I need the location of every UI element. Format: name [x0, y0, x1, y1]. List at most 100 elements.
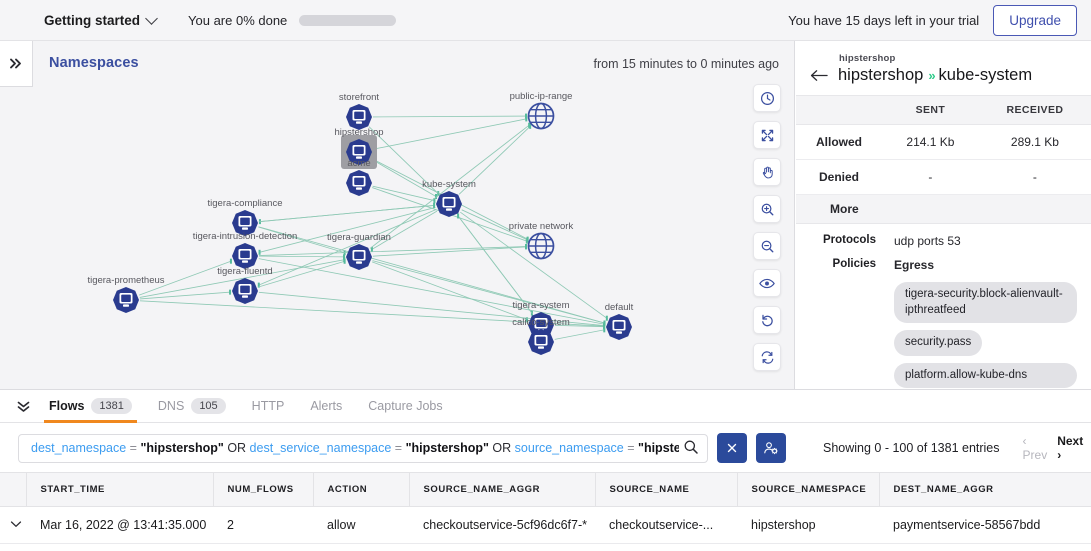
prev-page-button[interactable]: ‹ Prev — [1022, 434, 1048, 462]
policies-row: Policies Egress — [810, 258, 1077, 272]
graph-edge-arrow — [528, 122, 531, 128]
graph-node-tigera-compliance[interactable]: tigera-compliance — [208, 198, 283, 236]
tab-flows[interactable]: Flows 1381 — [36, 390, 145, 423]
eye-icon[interactable] — [753, 269, 781, 297]
col-source-name[interactable]: SOURCE_NAME — [595, 472, 738, 507]
policy-pill[interactable]: security.pass — [894, 330, 983, 356]
cell-source-namespace: hipstershop — [737, 506, 879, 544]
graph-node-tigera-guardian[interactable]: tigera-guardian — [327, 232, 391, 270]
graph-edge — [258, 207, 436, 253]
policies-direction: Egress — [894, 258, 935, 272]
row-label-allowed: Allowed — [796, 124, 882, 160]
more-section-header[interactable]: More — [796, 194, 1091, 224]
namespace-icon — [346, 244, 372, 270]
graph-edge-arrow — [605, 315, 608, 321]
graph-edge-arrow — [343, 257, 346, 263]
query-token-op: = — [391, 441, 403, 455]
search-input[interactable]: dest_namespace = "hipstershop" OR dest_s… — [18, 433, 708, 463]
graph-node-calico-system[interactable]: calico-system — [512, 317, 570, 355]
graph-edge — [258, 260, 346, 288]
graph-node-acme[interactable]: acme — [346, 158, 372, 196]
graph-edge-arrow — [525, 116, 528, 122]
tab-capture-jobs[interactable]: Capture Jobs — [355, 390, 455, 423]
graph-edge-arrow — [525, 317, 528, 323]
zoom-out-icon[interactable] — [753, 232, 781, 260]
allowed-received: 289.1 Kb — [978, 124, 1091, 160]
clear-filter-button[interactable] — [717, 433, 747, 463]
graph-node-label: tigera-guardian — [327, 232, 391, 243]
more-label: More — [796, 194, 1091, 224]
col-dest-name-aggr[interactable]: DEST_NAME_AGGR — [879, 472, 1091, 507]
graph-edge — [554, 324, 606, 328]
upgrade-button[interactable]: Upgrade — [993, 4, 1077, 36]
back-arrow-icon[interactable] — [810, 69, 828, 82]
query-text: dest_namespace = "hipstershop" OR dest_s… — [31, 441, 679, 455]
detail-title-source: hipstershop — [838, 66, 924, 84]
globe-icon — [527, 102, 555, 130]
graph-edge — [372, 185, 436, 202]
fullscreen-icon[interactable] — [753, 121, 781, 149]
tab-dns[interactable]: DNS 105 — [145, 390, 239, 423]
col-start-time[interactable]: START_TIME — [26, 472, 214, 507]
clock-icon[interactable] — [753, 84, 781, 112]
tab-alerts-label: Alerts — [310, 399, 343, 413]
flow-log-section: Flows 1381 DNS 105 HTTP Alerts Capture J… — [0, 389, 1091, 551]
policy-pill[interactable]: platform.allow-kube-dns — [894, 362, 1077, 389]
progress-bar — [299, 14, 397, 26]
graph-node-default[interactable]: default — [605, 302, 634, 340]
graph-edge — [139, 300, 606, 327]
detail-breadcrumb: hipstershop — [839, 53, 896, 64]
namespace-icon — [528, 329, 554, 355]
col-num-flows[interactable]: NUM_FLOWS — [213, 472, 314, 507]
col-source-name-aggr[interactable]: SOURCE_NAME_AGGR — [409, 472, 596, 507]
getting-started-dropdown[interactable]: Getting started — [44, 11, 158, 28]
graph-node-private-network[interactable]: private network — [509, 221, 574, 260]
graph-edge-arrow — [229, 289, 232, 295]
col-action[interactable]: ACTION — [313, 472, 410, 507]
zoom-in-icon[interactable] — [753, 195, 781, 223]
graph-node-public-ip-range[interactable]: public-ip-range — [510, 91, 573, 130]
graph-edge — [460, 211, 608, 320]
namespace-icon — [232, 278, 258, 304]
service-graph-pane[interactable]: Namespaces from 15 minutes to 0 minutes … — [0, 41, 795, 389]
graph-edge — [258, 204, 436, 223]
graph-node-label: acme — [347, 158, 370, 169]
denied-sent: - — [882, 159, 979, 195]
double-chevron-down-icon[interactable] — [10, 400, 36, 413]
graph-node-label: tigera-system — [512, 300, 569, 311]
policy-pill[interactable]: tigera-security.block-alienvault-ipthrea… — [894, 282, 1077, 324]
row-expander[interactable] — [0, 506, 26, 544]
refresh-icon[interactable] — [753, 343, 781, 371]
graph-node-hipstershop[interactable]: hipstershop — [334, 127, 384, 169]
namespace-icon — [346, 170, 372, 196]
query-token-op: = — [623, 441, 635, 455]
graph-node-tigera-system[interactable]: tigera-system — [512, 300, 570, 338]
graph-node-label: private network — [509, 221, 574, 232]
graph-edge — [258, 255, 346, 258]
reset-icon[interactable] — [753, 306, 781, 334]
chevron-down-icon — [145, 11, 158, 25]
tab-dns-count: 105 — [191, 398, 226, 414]
graph-node-tigera-intrusion-detection[interactable]: tigera-intrusion-detection — [193, 231, 298, 269]
graph-edge-arrow — [257, 282, 260, 288]
pan-hand-icon[interactable] — [753, 158, 781, 186]
table-row[interactable]: Mar 16, 2022 @ 13:41:35.000 2 allow chec… — [0, 506, 1091, 544]
results-count: Showing 0 - 100 of 1381 entries — [823, 441, 1000, 455]
graph-toolbar — [753, 84, 781, 371]
search-icon[interactable] — [679, 439, 699, 458]
graph-node-storefront[interactable]: storefront — [339, 92, 379, 130]
graph-node-tigera-prometheus[interactable]: tigera-prometheus — [87, 275, 165, 313]
tab-http[interactable]: HTTP — [239, 390, 298, 423]
col-source-namespace[interactable]: SOURCE_NAMESPACE — [737, 472, 880, 507]
next-page-button[interactable]: Next › — [1057, 434, 1084, 462]
graph-edge-arrow — [525, 113, 528, 119]
tab-alerts[interactable]: Alerts — [297, 390, 355, 423]
content-area: Namespaces from 15 minutes to 0 minutes … — [0, 41, 1091, 551]
graph-node-tigera-fluentd[interactable]: tigera-fluentd — [217, 266, 273, 304]
graph-node-kube-system[interactable]: kube-system — [422, 179, 476, 217]
sidebar-expand-button[interactable] — [0, 41, 33, 87]
saved-filters-button[interactable] — [756, 433, 786, 463]
graph-edge-arrow — [433, 198, 436, 204]
graph-edge-arrow — [457, 213, 460, 219]
